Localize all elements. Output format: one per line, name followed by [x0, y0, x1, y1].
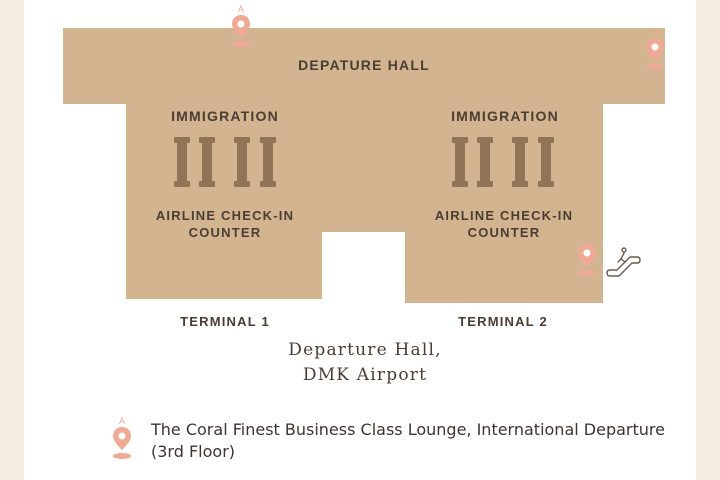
legend-marker-letter: A — [119, 416, 125, 426]
pillar-icon — [260, 137, 276, 187]
checkin-label-terminal-1: AIRLINE CHECK-IN COUNTER — [145, 207, 305, 241]
marker-b-pin-icon[interactable]: B — [643, 27, 667, 71]
checkin-label-line-1: AIRLINE CHECK-IN — [155, 208, 295, 223]
pillar-icon — [234, 137, 250, 187]
pillar-icon — [538, 137, 554, 187]
legend-marker-a-pin-icon: A — [113, 416, 131, 459]
checkin-label-terminal-2: AIRLINE CHECK-IN COUNTER — [424, 207, 584, 241]
pillar-icon — [512, 137, 528, 187]
terminal-2-label: TERMINAL 2 — [458, 314, 548, 329]
checkin-label-line-1: AIRLINE CHECK-IN — [434, 208, 574, 223]
immigration-label-terminal-1: IMMIGRATION — [171, 108, 279, 124]
marker-letter: B — [652, 27, 658, 37]
terminal-1-label: TERMINAL 1 — [180, 314, 270, 329]
checkin-label-line-2: COUNTER — [188, 225, 262, 240]
legend-item-a-text: The Coral Finest Business Class Lounge, … — [151, 420, 665, 461]
marker-letter: C — [584, 233, 591, 243]
marker-a-pin-icon[interactable]: A — [229, 4, 253, 48]
caption-line-2: DMK Airport — [302, 365, 428, 385]
escalator-icon[interactable] — [606, 247, 641, 277]
marker-c-pin-icon[interactable]: C — [575, 233, 599, 277]
pillar-icon — [452, 137, 468, 187]
pillar-icon — [199, 137, 215, 187]
departure-hall-floor — [63, 28, 665, 303]
departure-hall-label: DEPATURE HALL — [298, 57, 430, 73]
immigration-label-terminal-2: IMMIGRATION — [451, 108, 559, 124]
caption-line-1: Departure Hall, — [288, 340, 442, 360]
immigration-gates-terminal-2 — [452, 137, 554, 187]
map-caption: Departure Hall, DMK Airport — [200, 338, 530, 388]
checkin-label-line-2: COUNTER — [467, 225, 541, 240]
pillar-icon — [477, 137, 493, 187]
marker-letter: A — [238, 4, 244, 14]
immigration-gates-terminal-1 — [174, 137, 276, 187]
pillar-icon — [174, 137, 190, 187]
